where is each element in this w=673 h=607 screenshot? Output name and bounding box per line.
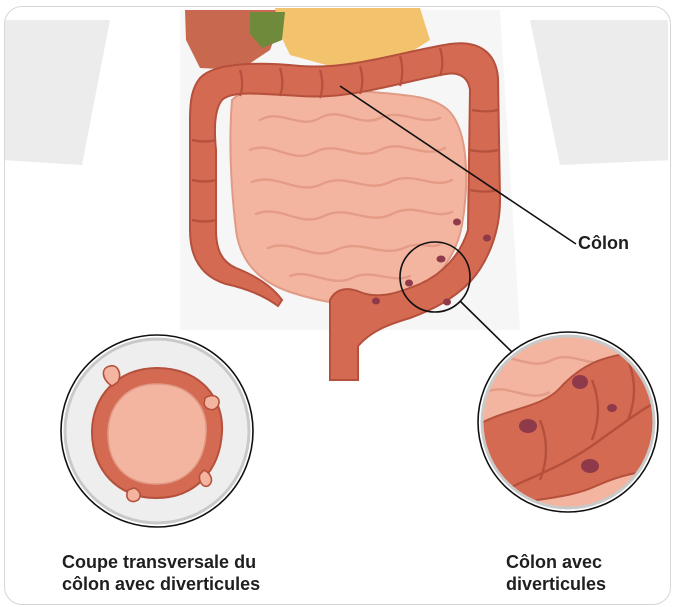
colon-cross-section-lumen [108, 384, 206, 484]
colon-label: Côlon [578, 233, 629, 255]
torso-silhouette-right [530, 20, 673, 165]
cross-section-caption-line2: côlon avec diverticules [62, 574, 322, 596]
torso-silhouette-left [0, 20, 110, 165]
cross-section-caption: Coupe transversale du côlon avec diverti… [62, 552, 322, 596]
zoomed-colon-view [470, 332, 670, 520]
zoom-caption-line2: diverticules [506, 574, 666, 596]
cross-section-caption-line1: Coupe transversale du [62, 552, 322, 574]
zoom-caption-line1: Côlon avec [506, 552, 666, 574]
zoom-caption: Côlon avec diverticules [506, 552, 666, 596]
cross-section-view [61, 335, 253, 527]
